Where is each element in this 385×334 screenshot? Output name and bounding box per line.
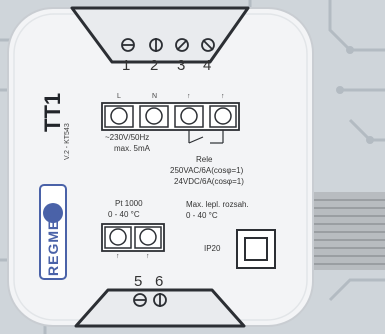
- ambient-label: Max. lepl. rozsah.: [186, 200, 249, 209]
- power-label-N: N: [152, 93, 158, 100]
- sensor-type: Pt 1000: [115, 199, 143, 208]
- terminal-number-6: 6: [155, 273, 164, 290]
- power-label-L: L: [117, 93, 121, 100]
- terminal-6-screw-icon[interactable]: [153, 293, 167, 307]
- terminal-number-3: 3: [177, 57, 186, 74]
- terminal-2-screw-icon[interactable]: [149, 38, 163, 52]
- version-label: V.2 - KT543: [64, 123, 71, 160]
- sensor-label-b: ↑: [146, 253, 150, 260]
- power-label-relay-b: ↑: [221, 93, 225, 100]
- terminal-5-screw-icon[interactable]: [133, 293, 147, 307]
- ip-rating: IP20: [204, 244, 221, 253]
- terminal-3-screw-icon[interactable]: [175, 38, 189, 52]
- terminal-1-screw-icon[interactable]: [121, 38, 135, 52]
- terminal-number-5: 5: [134, 273, 143, 290]
- power-label-relay-a: ↑: [187, 93, 191, 100]
- terminal-number-1: 1: [122, 57, 131, 74]
- brand-badge: [39, 184, 67, 280]
- ribbon-cable: [305, 192, 385, 270]
- terminal-number-2: 2: [150, 57, 159, 74]
- relay-label: Rele: [196, 155, 213, 164]
- terminal-4-screw-icon[interactable]: [201, 38, 215, 52]
- supply-power: max. 5mA: [114, 144, 151, 153]
- push-button[interactable]: [236, 229, 276, 269]
- supply-voltage: ~230V/50Hz: [105, 133, 150, 142]
- relay-rating-dc: 24VDC/6A(cosφ=1): [174, 177, 244, 186]
- relay-contact-icon: [188, 130, 224, 144]
- terminal-number-4: 4: [203, 57, 212, 74]
- ambient-range: 0 - 40 °C: [186, 211, 218, 220]
- bottom-terminal-cover: [74, 288, 246, 328]
- sensor-label-a: ↑: [116, 253, 120, 260]
- power-terminal-block: [101, 102, 240, 131]
- brand-logo-text: REGMET: [45, 210, 61, 276]
- model-label: TT1: [40, 92, 65, 132]
- sensor-range: 0 - 40 °C: [108, 210, 140, 219]
- relay-rating-ac: 250VAC/6A(cosφ=1): [170, 166, 244, 175]
- sensor-terminal-block: [101, 223, 165, 252]
